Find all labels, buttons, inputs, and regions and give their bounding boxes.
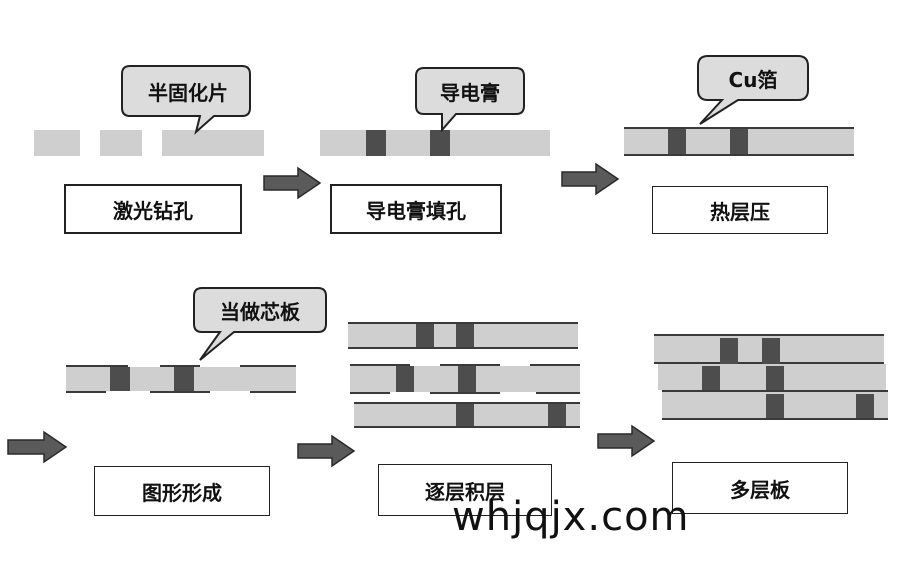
prepreg-segment: [162, 130, 264, 156]
paste-via: [548, 404, 566, 426]
callout-bubble: [697, 55, 809, 125]
paste-via: [762, 338, 780, 364]
paste-via: [430, 130, 450, 156]
prepreg-segment: [100, 130, 142, 156]
copper-pattern: [430, 392, 500, 394]
paste-via: [110, 367, 130, 391]
paste-via: [174, 367, 194, 391]
copper-pattern: [66, 365, 128, 367]
copper-pattern: [530, 364, 580, 366]
arrow-right-icon: [263, 166, 322, 200]
paste-via: [456, 324, 474, 347]
paste-via: [366, 130, 386, 156]
paste-via: [416, 324, 434, 347]
label-laser-drilling: 激光钻孔: [64, 184, 242, 234]
copper-pattern: [150, 391, 210, 393]
callout-cu-foil: Cu箔: [728, 67, 778, 92]
paste-via: [730, 129, 748, 154]
copper-pattern: [240, 365, 296, 367]
copper-pattern: [350, 392, 390, 394]
label-hot-lamination: 热层压: [652, 186, 828, 234]
label-paste-filling: 导电膏填孔: [330, 184, 502, 234]
paste-via: [766, 394, 784, 418]
prepreg-segment: [34, 130, 80, 156]
callout-bubble: [193, 287, 327, 361]
callout-prepreg: 半固化片: [148, 80, 228, 105]
copper-pattern: [440, 364, 500, 366]
copper-pattern: [350, 364, 410, 366]
arrow-right-icon: [561, 162, 620, 196]
copper-pattern: [536, 392, 580, 394]
paste-via: [458, 366, 476, 392]
paste-via: [668, 129, 686, 154]
copper-pattern: [66, 391, 106, 393]
label-multilayer: 多层板: [672, 462, 848, 514]
arrow-right-icon: [297, 434, 356, 468]
arrow-right-icon: [597, 424, 656, 458]
paste-via: [856, 394, 874, 418]
paste-via: [766, 366, 784, 390]
copper-pattern: [160, 365, 200, 367]
paste-via: [396, 366, 414, 392]
arrow-right-icon: [7, 430, 68, 464]
callout-bubble: [121, 65, 251, 135]
watermark: whjqjx.com: [452, 494, 690, 540]
callout-bubble: [415, 67, 525, 133]
paste-via: [456, 404, 474, 426]
paste-via: [720, 338, 738, 364]
callout-paste: 导电膏: [440, 80, 500, 105]
callout-core: 当做芯板: [220, 299, 300, 324]
label-buildup: 逐层积层: [378, 464, 552, 516]
copper-pattern: [250, 391, 296, 393]
label-pattern-formation: 图形形成: [94, 466, 270, 516]
paste-via: [702, 366, 720, 390]
